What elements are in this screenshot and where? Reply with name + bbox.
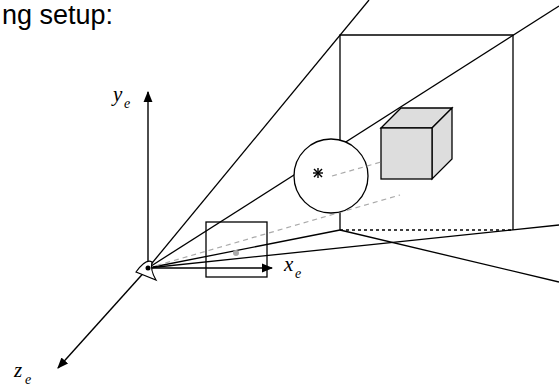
- axis-label: x: [284, 252, 293, 277]
- axis-subscript: e: [124, 96, 130, 112]
- axis-subscript: e: [295, 266, 301, 282]
- axis-label: y: [113, 82, 122, 107]
- heading: ng setup:: [2, 0, 113, 31]
- axis-label: z: [14, 358, 22, 383]
- axis-subscript: e: [25, 372, 31, 388]
